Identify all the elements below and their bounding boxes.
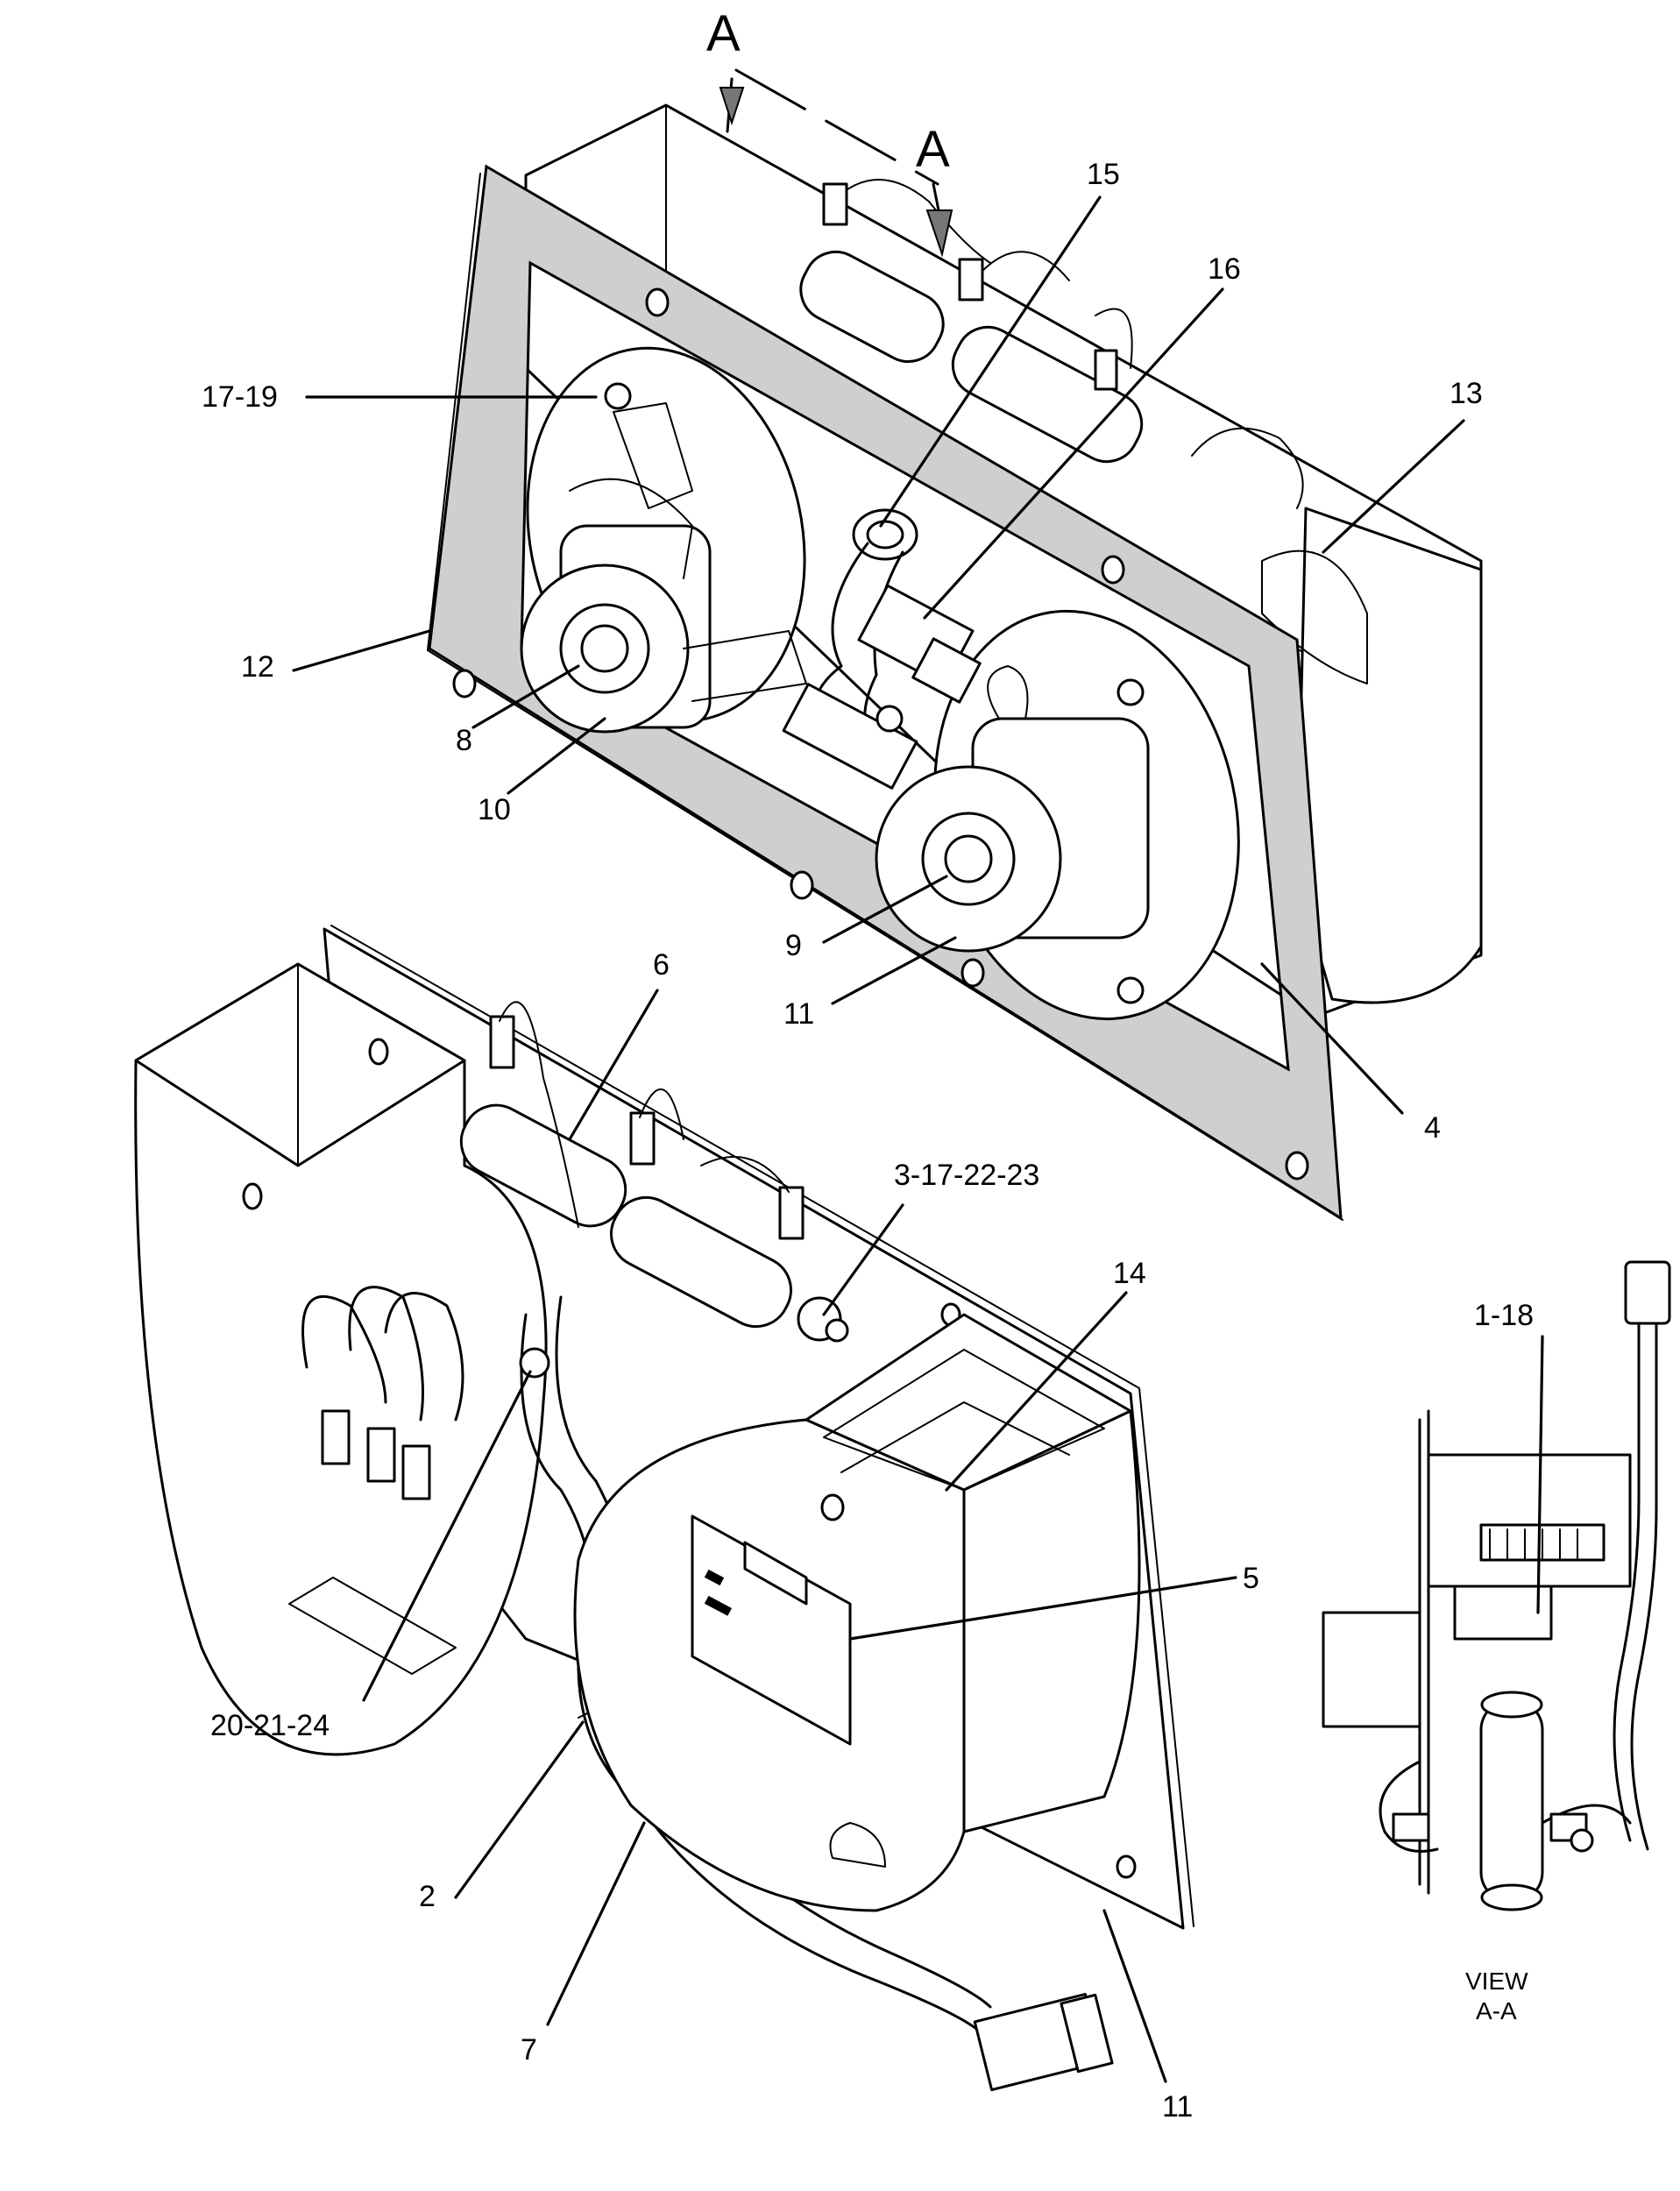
section-marker-a-left: A: [706, 5, 741, 62]
callout-13: 13: [1450, 377, 1483, 410]
lower-blower-assembly: [134, 925, 1194, 2092]
decal-plate: [691, 1514, 852, 1746]
callout-16: 16: [1208, 252, 1241, 286]
callout-5: 5: [1243, 1562, 1259, 1595]
callout-9: 9: [785, 929, 802, 962]
upper-plate-holes: [452, 287, 1309, 1181]
callout-4: 4: [1424, 1111, 1441, 1145]
callout-labels: A A 15 16 13 17-19 12 8 10 9 11 4 6 3-17…: [202, 5, 1534, 2124]
view-label-line2: A-A: [1476, 1997, 1517, 2024]
lower-left-terminals: [288, 1286, 464, 1675]
callout-17-19: 17-19: [202, 380, 278, 414]
callout-7: 7: [521, 2033, 537, 2067]
grommet-and-wire: [812, 508, 918, 745]
right-fan-motor: [875, 609, 1240, 1021]
section-marker-a-right: A: [916, 121, 950, 178]
callout-2: 2: [419, 1880, 436, 1913]
view-label-line1: VIEW: [1465, 1968, 1528, 1995]
lower-left-scroll: [134, 962, 548, 1756]
detail-capacitor: [1479, 1698, 1544, 1904]
upper-capacitors: [799, 179, 1304, 509]
callout-11-bottom: 11: [1162, 2090, 1193, 2124]
detail-blower-box: [1427, 1453, 1632, 1588]
detail-motor: [1322, 1611, 1421, 1728]
leader-lines: [292, 195, 1544, 2083]
upper-right-scroll: [1295, 507, 1483, 1004]
section-line-a-a: [719, 68, 953, 258]
callout-3-17-22-23: 3-17-22-23: [894, 1159, 1039, 1192]
callout-6: 6: [653, 948, 670, 982]
callout-20-21-24: 20-21-24: [210, 1709, 330, 1742]
detail-connector: [1624, 1260, 1671, 1325]
callout-12: 12: [241, 650, 274, 684]
view-a-a-detail: [1322, 1260, 1671, 1911]
left-fan-motor: [520, 346, 807, 734]
callout-11-top: 11: [783, 997, 814, 1031]
callout-1-18: 1-18: [1474, 1299, 1534, 1332]
hardware-nut: [519, 1347, 550, 1379]
callout-8: 8: [456, 724, 472, 757]
connector-block: [782, 584, 982, 790]
callout-15: 15: [1087, 158, 1120, 191]
callout-14: 14: [1113, 1257, 1146, 1290]
callout-10: 10: [478, 793, 511, 826]
lower-capacitors: [459, 1001, 849, 1343]
upper-blower-assembly: [427, 103, 1483, 1221]
